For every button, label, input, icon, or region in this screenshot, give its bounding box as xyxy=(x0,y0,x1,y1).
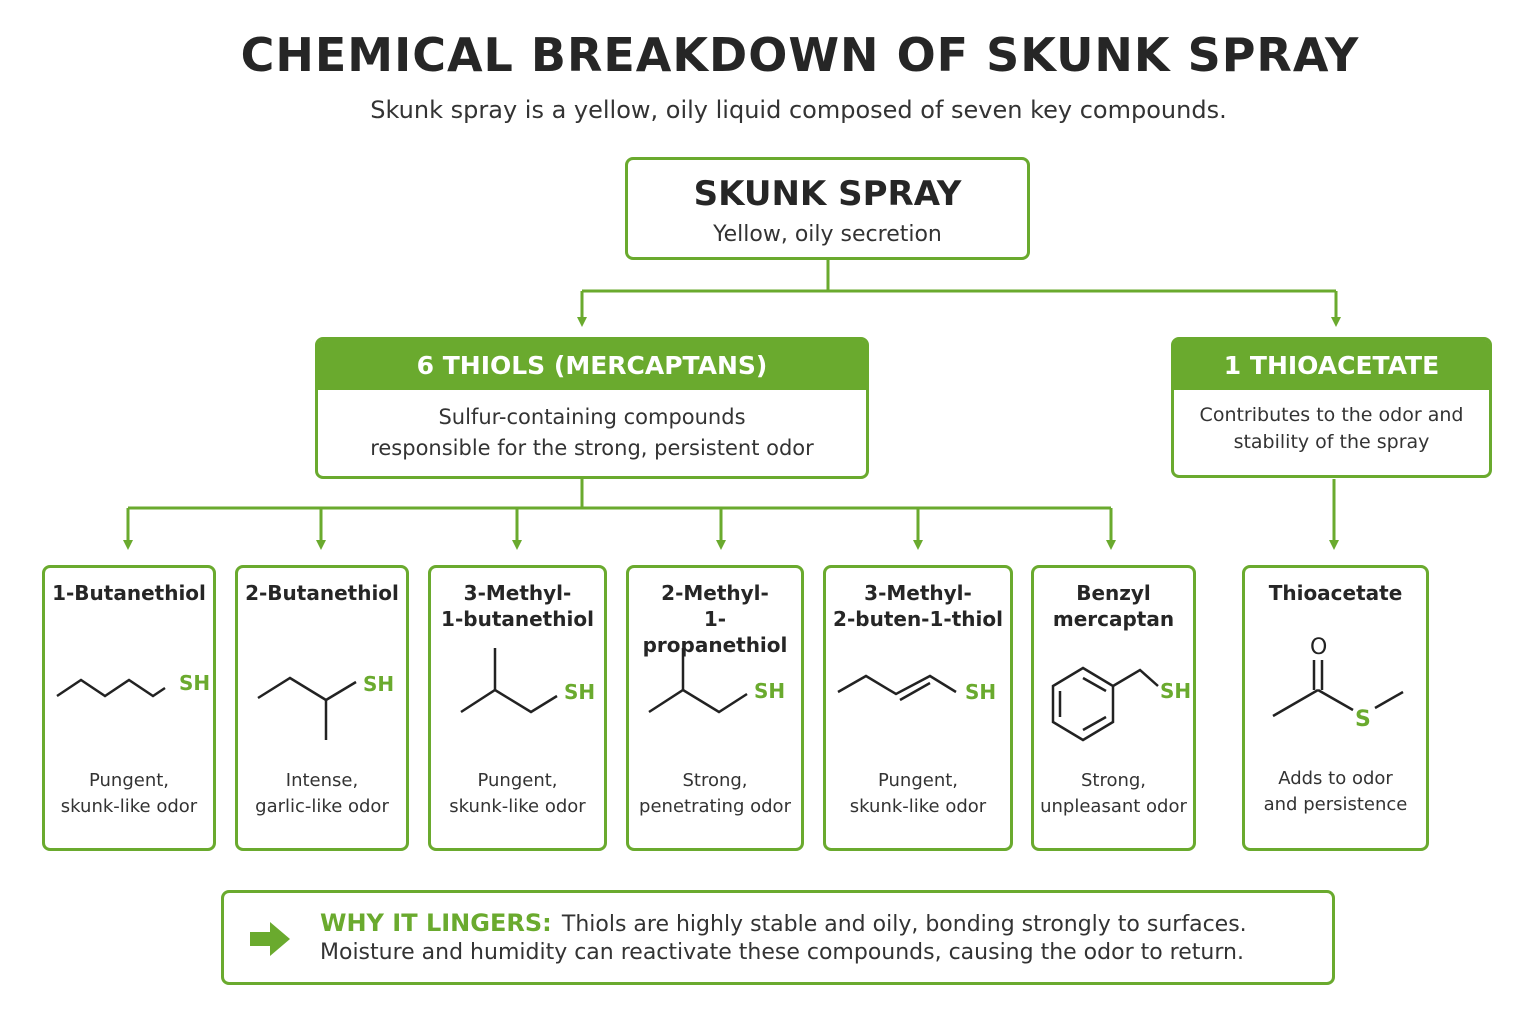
compound-desc-line1: Strong, xyxy=(682,770,748,791)
compound-name: 3-Methyl- 2-buten-1-thiol xyxy=(830,580,1006,632)
root-box: SKUNK SPRAY Yellow, oily secretion xyxy=(625,157,1030,260)
category-thiols-title: 6 THIOLS (MERCAPTANS) xyxy=(318,340,866,390)
molecule-structure-1-butanethiol: SH xyxy=(56,671,210,698)
compound-name-line1: Benzyl xyxy=(1076,581,1151,605)
compound-desc-line1: Pungent, xyxy=(88,770,170,791)
molecule-structure-thioacetate: O S xyxy=(1272,635,1404,732)
category-thioacetate-description: Contributes to the odor and stability of… xyxy=(1184,402,1479,456)
category-thiols-description: Sulfur-containing compounds responsible … xyxy=(328,402,856,464)
compound-desc-line2: skunk-like odor xyxy=(849,796,987,817)
compound-name-line1: 1-Butanethiol xyxy=(52,581,206,605)
right-arrow-icon xyxy=(250,922,290,956)
compound-name: Benzyl mercaptan xyxy=(1038,580,1189,632)
molecule-structure-3-methyl-2-buten-1-thiol: SH xyxy=(837,674,996,704)
thiol-group-label: SH xyxy=(363,672,394,696)
page-subtitle: Skunk spray is a yellow, oily liquid com… xyxy=(370,96,1227,124)
category-thiols-desc-line2: responsible for the strong, persistent o… xyxy=(370,436,814,460)
molecule-structure-2-methyl-1-propanethiol: SH xyxy=(648,648,785,714)
lingers-note-label: WHY IT LINGERS: xyxy=(320,909,552,937)
thiol-group-label: SH xyxy=(1160,679,1191,703)
lingers-note-text1: Thiols are highly stable and oily, bondi… xyxy=(561,912,1247,937)
molecule-structure-3-methyl-1-butanethiol: SH xyxy=(460,648,595,714)
compound-desc-line2: skunk-like odor xyxy=(449,796,586,817)
compound-card-benzyl-mercaptan: Benzyl mercaptan SH Strong, unpleasant o… xyxy=(1031,565,1196,851)
compound-name-line2: 1-propanethiol xyxy=(642,607,788,657)
compound-description: Pungent, skunk-like odor xyxy=(49,768,209,820)
thiol-group-label: SH xyxy=(754,679,785,703)
compound-name-line2: 2-buten-1-thiol xyxy=(833,607,1003,631)
root-subtitle: Yellow, oily secretion xyxy=(713,222,942,247)
category-thiols-desc-line1: Sulfur-containing compounds xyxy=(438,405,746,429)
compound-name-line2: mercaptan xyxy=(1052,607,1175,631)
compound-name-line1: Thioacetate xyxy=(1268,581,1403,605)
compound-desc-line1: Adds to odor xyxy=(1278,768,1393,789)
compound-desc-line2: garlic-like odor xyxy=(255,796,389,817)
compound-desc-line1: Pungent, xyxy=(477,770,558,791)
compound-name: Thioacetate xyxy=(1249,580,1422,606)
lingers-note-box: WHY IT LINGERS: Thiols are highly stable… xyxy=(221,890,1335,985)
compound-desc-line2: unpleasant odor xyxy=(1040,796,1187,817)
molecule-structure-benzyl-mercaptan: SH xyxy=(1051,666,1191,742)
compound-desc-line2: and persistence xyxy=(1263,794,1408,815)
molecule-structure-2-butanethiol: SH xyxy=(257,672,394,740)
compound-name-line1: 3-Methyl- xyxy=(463,581,572,605)
page-title: CHEMICAL BREAKDOWN OF SKUNK SPRAY xyxy=(240,28,1360,82)
compound-card-1-butanethiol: 1-Butanethiol SH Pungent, skunk-like odo… xyxy=(42,565,216,851)
compound-description: Intense, garlic-like odor xyxy=(242,768,402,820)
compound-desc-line2: penetrating odor xyxy=(639,796,791,817)
compound-name: 1-Butanethiol xyxy=(49,580,209,606)
compound-name: 2-Butanethiol xyxy=(242,580,402,606)
compound-desc-line1: Intense, xyxy=(285,770,359,791)
compound-description: Pungent, skunk-like odor xyxy=(435,768,600,820)
thiol-group-label: SH xyxy=(965,680,996,704)
compound-card-thioacetate: Thioacetate O S Adds to odor and persist… xyxy=(1242,565,1429,851)
lingers-note-line1: WHY IT LINGERS: Thiols are highly stable… xyxy=(320,909,1247,937)
sulfur-atom-label: S xyxy=(1355,707,1371,732)
category-thioacetate-box: 1 THIOACETATE Contributes to the odor an… xyxy=(1171,337,1492,478)
compound-name-line1: 2-Butanethiol xyxy=(245,581,399,605)
compound-name-line1: 2-Methyl- xyxy=(661,581,769,605)
compound-description: Strong, unpleasant odor xyxy=(1038,768,1189,820)
compound-description: Pungent, skunk-like odor xyxy=(830,768,1006,820)
root-title: SKUNK SPRAY xyxy=(693,174,962,214)
thiol-group-label: SH xyxy=(564,680,595,704)
oxygen-atom-label: O xyxy=(1310,635,1327,660)
compound-name: 2-Methyl- 1-propanethiol xyxy=(633,580,797,658)
compound-card-3-methyl-1-butanethiol: 3-Methyl- 1-butanethiol SH Pungent, skun… xyxy=(428,565,607,851)
thiol-group-label: SH xyxy=(179,671,210,695)
compound-card-2-butanethiol: 2-Butanethiol SH Intense, garlic-like od… xyxy=(235,565,409,851)
compound-description: Adds to odor and persistence xyxy=(1249,766,1422,818)
category-thioacetate-desc-line1: Contributes to the odor and xyxy=(1199,404,1464,426)
compound-card-3-methyl-2-buten-1-thiol: 3-Methyl- 2-buten-1-thiol SH Pungent, sk… xyxy=(823,565,1013,851)
category-thiols-box: 6 THIOLS (MERCAPTANS) Sulfur-containing … xyxy=(315,337,869,479)
compound-name-line1: 3-Methyl- xyxy=(864,581,972,605)
compound-desc-line1: Strong, xyxy=(1080,770,1147,791)
lingers-note-line2: Moisture and humidity can reactivate the… xyxy=(320,940,1244,965)
compound-name: 3-Methyl- 1-butanethiol xyxy=(435,580,600,632)
compound-description: Strong, penetrating odor xyxy=(633,768,797,820)
compound-card-2-methyl-1-propanethiol: 2-Methyl- 1-propanethiol SH Strong, pene… xyxy=(626,565,804,851)
compound-desc-line1: Pungent, xyxy=(877,770,959,791)
compound-desc-line2: skunk-like odor xyxy=(60,796,198,817)
category-thioacetate-title: 1 THIOACETATE xyxy=(1174,340,1489,390)
category-thioacetate-desc-line2: stability of the spray xyxy=(1233,431,1430,453)
compound-name-line2: 1-butanethiol xyxy=(441,607,594,631)
